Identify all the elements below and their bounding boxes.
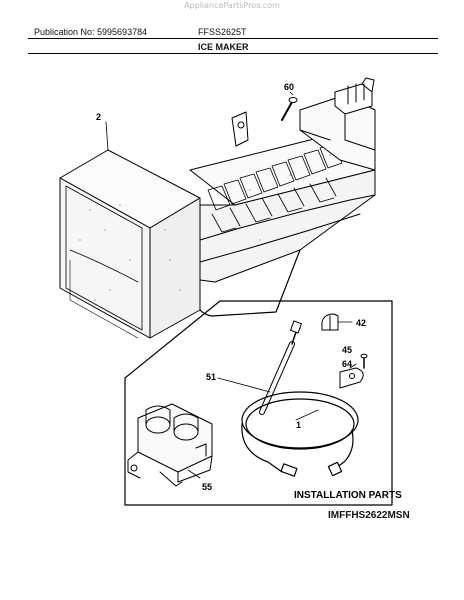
section-title: ICE MAKER [198,42,249,52]
watermark: AppliancePartsPros.com [184,1,280,10]
leader-1 [295,409,319,421]
callout-60: 60 [284,82,294,92]
installation-parts-box [124,300,393,506]
header-rule-top [28,38,438,39]
callout-42: 42 [356,318,366,328]
leader-51 [217,377,271,393]
leader-55 [187,469,201,479]
ice-maker-assembly [59,77,376,339]
installation-parts-label: INSTALLATION PARTS [294,490,402,501]
fill-tube [259,320,302,415]
diagram-code: IMFFHS2622MSN [328,510,410,521]
callout-45: 45 [342,345,352,355]
small-screw [360,353,368,369]
callout-55: 55 [202,482,212,492]
tubing-clamp [339,367,364,389]
connector-plug [334,77,375,115]
mounting-screw [281,97,298,121]
callout-2: 2 [96,112,101,122]
callout-51: 51 [206,372,216,382]
header-rule-bottom [28,53,438,54]
model-number: FFSS2625T [198,27,247,37]
callout-64: 64 [342,359,352,369]
grommet [321,313,339,331]
callout-1: 1 [296,420,301,430]
leader-2 [105,121,109,151]
leader-60 [289,91,294,96]
water-valve [127,403,213,487]
water-line-coil [241,391,359,477]
publication-number: Publication No: 5995693784 [34,27,148,37]
leader-64 [349,363,357,369]
